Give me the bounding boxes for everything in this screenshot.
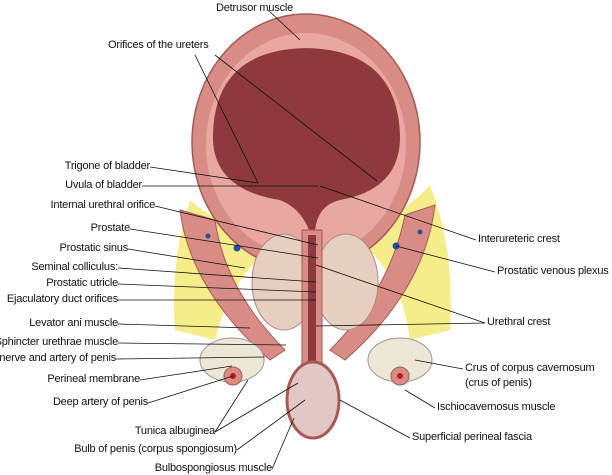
label-internal-urethral-orifice: Internal urethral orifice [50,199,156,211]
label-crus-corpus-cavernosum: Crus of corpus cavernosum [465,362,595,374]
label-seminal-colliculus: Seminal colliculus: [31,261,118,273]
label-sphincter-urethrae: Sphincter urethrae muscle [0,336,118,348]
label-interureteric-crest: Interureteric crest [478,233,560,245]
leader-lines [115,9,496,470]
label-prostate: Prostate [90,222,131,234]
label-ischiocavernosus: Ischiocavernosus muscle [437,401,556,413]
label-levator-ani: Levator ani muscle [29,317,118,329]
label-uvula: Uvula of bladder [65,179,142,191]
label-trigone: Trigone of bladder [64,160,150,172]
levator-ani-left [179,209,286,361]
label-orifices-ureters: Orifices of the ureters [108,39,209,51]
label-superficial-perineal-fascia: Superficial perineal fascia [412,431,532,443]
venous-plexus [233,244,241,252]
label-bulbospongiosus: Bulbospongiosus muscle [154,462,272,474]
label-prostatic-sinus: Prostatic sinus [59,242,128,254]
label-dorsal-nerve-artery: Dorsal nerve and artery of penis [0,352,116,364]
label-detrusor-muscle: Detrusor muscle [216,2,294,14]
label-crus-of-penis: (crus of penis) [465,377,532,389]
label-deep-artery: Deep artery of penis [52,396,148,408]
bladder-cavity [212,48,400,240]
label-tunica-albuginea: Tunica albuginea [134,425,215,437]
prostate-right [313,233,379,331]
bulb-of-penis [285,360,341,440]
label-urethral-crest: Urethral crest [487,316,551,328]
label-prostatic-venous-plexus: Prostatic venous plexus [497,265,609,277]
label-perineal-membrane: Perineal membrane [47,373,140,385]
urethral-lumen [308,235,316,375]
label-prostatic-utricle: Prostatic utricle [46,277,118,289]
label-ejaculatory-duct-orifices: Ejaculatory duct orifices [6,293,118,305]
label-bulb-of-penis: Bulb of penis (corpus spongiosum) [74,443,237,455]
